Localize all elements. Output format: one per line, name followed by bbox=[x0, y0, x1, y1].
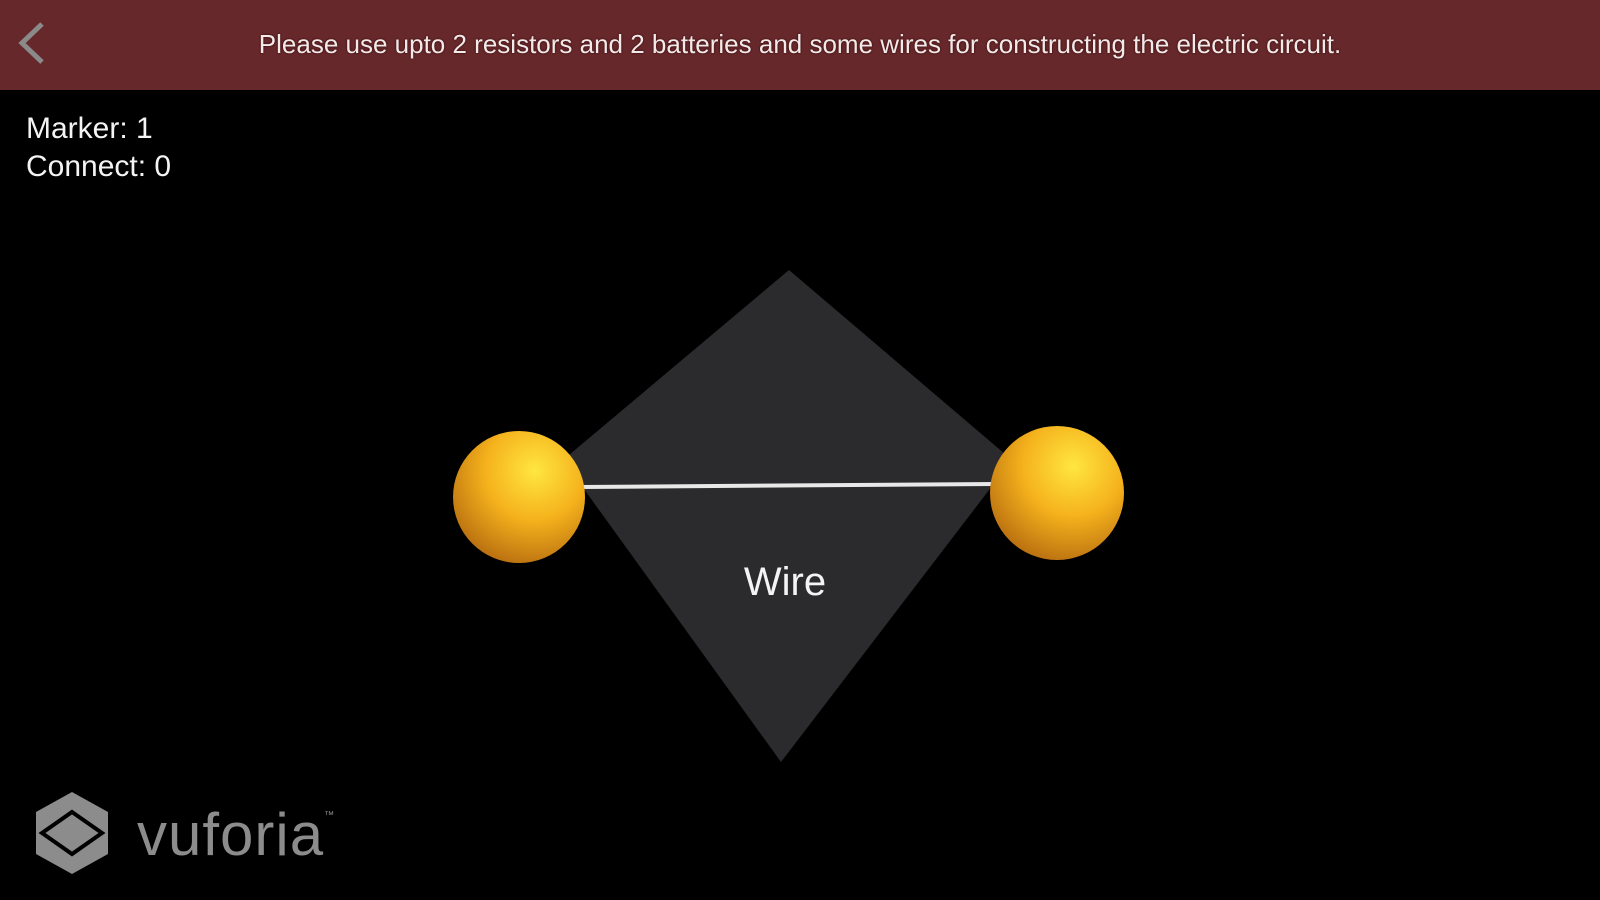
vuforia-logo-icon bbox=[36, 792, 108, 874]
connect-count: Connect: 0 bbox=[26, 150, 172, 183]
vuforia-logo-text: vuforia™ bbox=[137, 801, 336, 868]
left-terminal-sphere[interactable] bbox=[453, 431, 585, 563]
status-panel: Marker: 1 Connect: 0 bbox=[26, 110, 171, 186]
chevron-left-icon bbox=[18, 22, 44, 64]
component-label: Wire bbox=[743, 560, 827, 604]
right-terminal-sphere[interactable] bbox=[990, 426, 1124, 560]
instruction-banner: Please use upto 2 resistors and 2 batter… bbox=[0, 0, 1600, 90]
instruction-text: Please use upto 2 resistors and 2 batter… bbox=[258, 29, 1342, 59]
wire-marker-card bbox=[563, 270, 1012, 762]
back-button[interactable] bbox=[14, 18, 54, 68]
wire bbox=[579, 482, 996, 489]
marker-count: Marker: 1 bbox=[26, 112, 153, 145]
